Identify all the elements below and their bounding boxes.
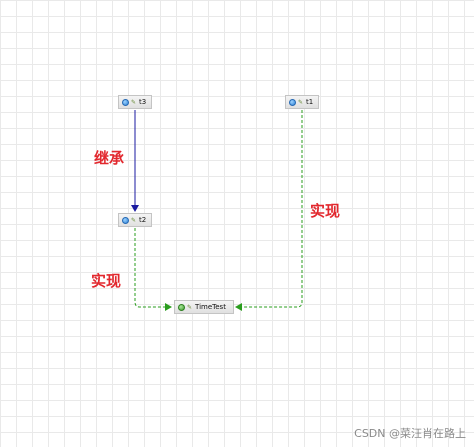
watermark: CSDN @菜汪肖在路上 xyxy=(354,427,466,440)
access-modifier-icon: ✎ xyxy=(298,98,304,106)
access-modifier-icon: ✎ xyxy=(131,216,137,224)
node-t3[interactable]: ✎ t3 xyxy=(118,95,152,109)
node-t3-label: t3 xyxy=(139,98,147,106)
inheritance-label: 继承 xyxy=(94,149,125,167)
implementation-label-left: 实现 xyxy=(91,272,122,290)
implementation-edge-t2-timetest xyxy=(134,228,172,311)
access-modifier-icon: ✎ xyxy=(131,98,137,106)
node-t2-label: t2 xyxy=(139,216,147,224)
class-icon xyxy=(289,98,296,106)
implementation-label-right: 实现 xyxy=(310,202,341,220)
class-icon xyxy=(122,98,129,106)
access-modifier-icon: ✎ xyxy=(187,303,193,311)
runnable-class-icon xyxy=(178,303,185,311)
node-timetest[interactable]: ✎ TimeTest xyxy=(174,300,234,314)
node-timetest-label: TimeTest xyxy=(195,303,226,311)
class-icon xyxy=(122,216,129,224)
node-t2[interactable]: ✎ t2 xyxy=(118,213,152,227)
implementation-edge-t1-timetest xyxy=(235,110,303,311)
node-t1-label: t1 xyxy=(306,98,314,106)
node-t1[interactable]: ✎ t1 xyxy=(285,95,319,109)
